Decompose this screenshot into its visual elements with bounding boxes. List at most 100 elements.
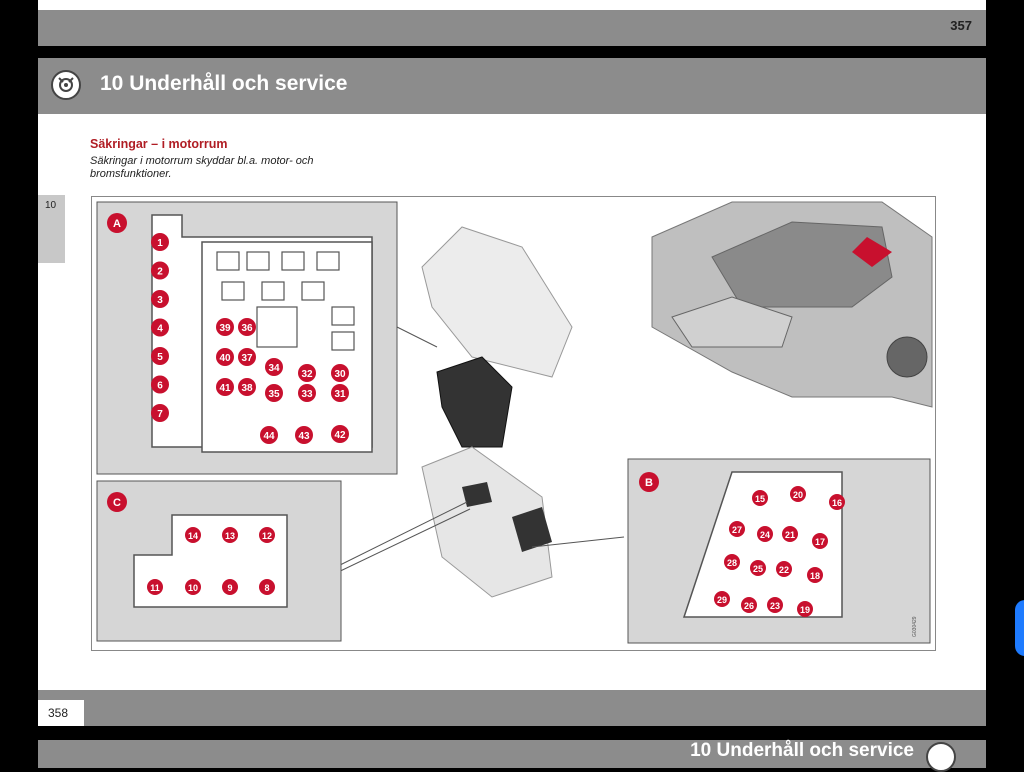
fuse-badge [298, 364, 316, 382]
fuse-badge [741, 597, 757, 613]
previous-page-number: 357 [950, 18, 972, 33]
fuse-marker: 13 [222, 527, 238, 543]
figure-code: G030429 [912, 616, 918, 637]
fuse-badge [216, 378, 234, 396]
fuse-marker: 3 [151, 290, 169, 308]
fuse-badge [222, 579, 238, 595]
fuse-marker: 2 [151, 261, 169, 280]
panel-c-fuses: 14 13 12 11 10 9 8 [147, 527, 275, 595]
location-arrow-icon [852, 237, 892, 267]
fuse-label: 42 [334, 430, 346, 441]
fuse-badge [807, 567, 823, 583]
fuse-label: 29 [717, 595, 727, 605]
fuse-badge [259, 579, 275, 595]
chapter-title: 10 Underhåll och service [100, 72, 348, 95]
fuse-badge [238, 378, 256, 396]
fuse-marker: 10 [185, 579, 201, 595]
fuse-marker: 15 [752, 490, 768, 506]
fuse-label: 6 [157, 381, 163, 392]
fuse-marker: 23 [767, 597, 783, 613]
fuse-label: 9 [227, 583, 232, 593]
fuse-label: 40 [219, 353, 231, 364]
next-page-header-bar: 10 Underhåll och service [38, 740, 986, 772]
fuse-marker: 26 [741, 597, 757, 613]
fuse-badge [714, 591, 730, 607]
fuse-label: 18 [810, 571, 820, 581]
fuse-badge [331, 384, 349, 402]
fuse-label: 16 [832, 498, 842, 508]
fuse-badge [776, 561, 792, 577]
fuse-marker: 27 [729, 521, 745, 537]
fuse-label: 44 [263, 431, 275, 442]
fuse-label: 30 [334, 369, 346, 380]
fuse-badge [185, 579, 201, 595]
fuse-label: 2 [157, 267, 163, 278]
fuse-marker: 31 [331, 384, 349, 402]
fuse-badge [260, 426, 278, 444]
fuse-label: 7 [157, 409, 163, 420]
fuse-badge [151, 404, 169, 422]
fuse-badge [151, 347, 169, 365]
fuse-badge [298, 384, 316, 402]
fuse-label: 17 [815, 537, 825, 547]
fuse-marker: 35 [265, 384, 283, 402]
fuse-marker: 33 [298, 384, 316, 402]
fuse-label: 4 [157, 324, 163, 335]
fuse-label: 15 [755, 494, 765, 504]
fuse-marker: 7 [151, 404, 169, 422]
previous-page-bar: 357 [38, 10, 986, 46]
fuse-marker: 11 [147, 579, 163, 595]
fuse-badge [147, 579, 163, 595]
fuse-badge [724, 554, 740, 570]
panel-b-letter: B [645, 477, 653, 489]
fuse-label: 38 [241, 383, 253, 394]
fuse-badge [216, 318, 234, 336]
fuse-marker: 43 [295, 426, 313, 444]
fuse-label: 32 [301, 369, 313, 380]
fuse-label: 34 [268, 363, 280, 374]
fuse-badge [151, 290, 169, 308]
fuse-label: 3 [157, 295, 163, 306]
fuse-label: 14 [188, 531, 198, 541]
fuse-badge [782, 526, 798, 542]
fuse-label: 35 [268, 389, 280, 400]
panel-a-bottom-fuses: 44 43 42 [260, 425, 349, 444]
fuse-marker: 19 [797, 601, 813, 617]
fuse-badge [812, 533, 828, 549]
page-number: 358 [48, 706, 69, 720]
fuse-marker: 39 [216, 318, 234, 336]
fuse-label: 11 [150, 583, 160, 593]
fuse-label: 21 [785, 530, 795, 540]
panel-c-letter-badge [107, 492, 127, 512]
fuse-label: 39 [219, 323, 231, 334]
fuse-label: 31 [334, 389, 346, 400]
fuse-label: 25 [753, 564, 763, 574]
fuse-label: 5 [157, 352, 163, 363]
fuse-badge [216, 348, 234, 366]
fuse-marker: 18 [807, 567, 823, 583]
fuse-badge [222, 527, 238, 543]
fuse-label: 22 [779, 565, 789, 575]
fuse-badge [829, 494, 845, 510]
fuse-label: 37 [241, 353, 253, 364]
panel-b-letter-badge [639, 472, 659, 492]
fuse-badge [757, 526, 773, 542]
fuse-label: 10 [188, 583, 198, 593]
fuse-marker: 5 [151, 347, 169, 365]
fuse-label: 27 [732, 525, 742, 535]
wrench-gear-icon [51, 70, 81, 100]
panel-a-letter-badge [107, 213, 127, 233]
fuse-badge [259, 527, 275, 543]
fuse-label: 12 [262, 531, 272, 541]
fuse-badge [151, 318, 169, 337]
fuse-marker: 6 [151, 375, 169, 394]
scroll-handle[interactable] [1015, 600, 1024, 656]
fuse-label: 28 [727, 558, 737, 568]
fuse-marker: 8 [259, 579, 275, 595]
fuse-marker: 9 [222, 579, 238, 595]
footer-bar [38, 690, 986, 726]
fuse-marker: 16 [829, 494, 845, 510]
fuse-marker: 28 [724, 554, 740, 570]
